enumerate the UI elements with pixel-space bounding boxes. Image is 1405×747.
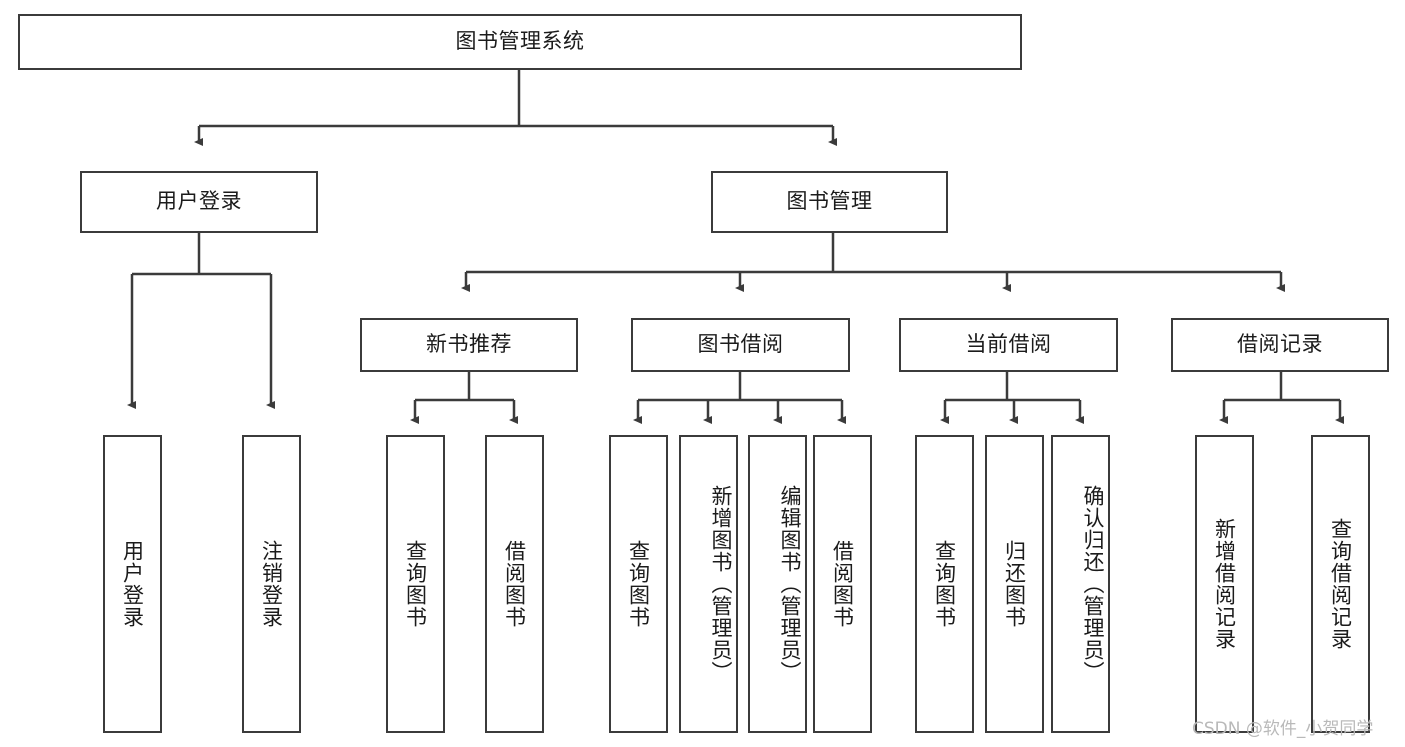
node-label: 借阅图书 <box>502 540 527 628</box>
node-label: 借阅图书 <box>830 540 855 628</box>
node-label: 新增借阅记录 <box>1212 518 1237 650</box>
leaf-borrow-record-query-record[interactable]: 查询借阅记录 <box>1311 435 1370 733</box>
node-label: 新增图书（管理员） <box>709 485 733 683</box>
node-label: 查询图书 <box>932 540 957 628</box>
node-label: 查询借阅记录 <box>1328 518 1353 650</box>
node-user-login[interactable]: 用户登录 <box>80 171 318 233</box>
node-new-book-recommend[interactable]: 新书推荐 <box>360 318 578 372</box>
leaf-book-borrow-add-book-admin[interactable]: 新增图书（管理员） <box>679 435 738 733</box>
leaf-new-book-borrow-book[interactable]: 借阅图书 <box>485 435 544 733</box>
node-label: 当前借阅 <box>965 332 1052 357</box>
node-label: 用户登录 <box>120 540 145 628</box>
leaf-current-borrow-query-book[interactable]: 查询图书 <box>915 435 974 733</box>
leaf-book-borrow-borrow-book[interactable]: 借阅图书 <box>813 435 872 733</box>
node-label: 图书管理系统 <box>455 29 585 54</box>
node-label: 确认归还（管理员） <box>1081 485 1105 683</box>
node-label: 编辑图书（管理员） <box>778 485 802 683</box>
node-label: 归还图书 <box>1002 540 1027 628</box>
node-root-book-management-system[interactable]: 图书管理系统 <box>18 14 1022 70</box>
leaf-book-borrow-edit-book-admin[interactable]: 编辑图书（管理员） <box>748 435 807 733</box>
node-borrow-record[interactable]: 借阅记录 <box>1171 318 1389 372</box>
leaf-borrow-record-add-record[interactable]: 新增借阅记录 <box>1195 435 1254 733</box>
leaf-current-borrow-return-book[interactable]: 归还图书 <box>985 435 1044 733</box>
leaf-new-book-query-book[interactable]: 查询图书 <box>386 435 445 733</box>
node-label: 用户登录 <box>156 189 242 214</box>
node-current-borrow[interactable]: 当前借阅 <box>899 318 1118 372</box>
node-book-borrow[interactable]: 图书借阅 <box>631 318 850 372</box>
node-label: 新书推荐 <box>426 332 512 357</box>
node-label: 借阅记录 <box>1237 332 1323 357</box>
leaf-book-borrow-query-book[interactable]: 查询图书 <box>609 435 668 733</box>
node-book-management[interactable]: 图书管理 <box>711 171 948 233</box>
node-label: 图书管理 <box>786 189 873 214</box>
node-label: 注销登录 <box>259 540 284 628</box>
node-label: 查询图书 <box>626 540 651 628</box>
leaf-current-borrow-confirm-return-admin[interactable]: 确认归还（管理员） <box>1051 435 1110 733</box>
csdn-watermark: CSDN @软件_小贺同学 <box>1192 719 1374 739</box>
leaf-user-login-logout[interactable]: 注销登录 <box>242 435 301 733</box>
leaf-user-login-login[interactable]: 用户登录 <box>103 435 162 733</box>
node-label: 查询图书 <box>403 540 428 628</box>
node-label: 图书借阅 <box>697 332 784 357</box>
